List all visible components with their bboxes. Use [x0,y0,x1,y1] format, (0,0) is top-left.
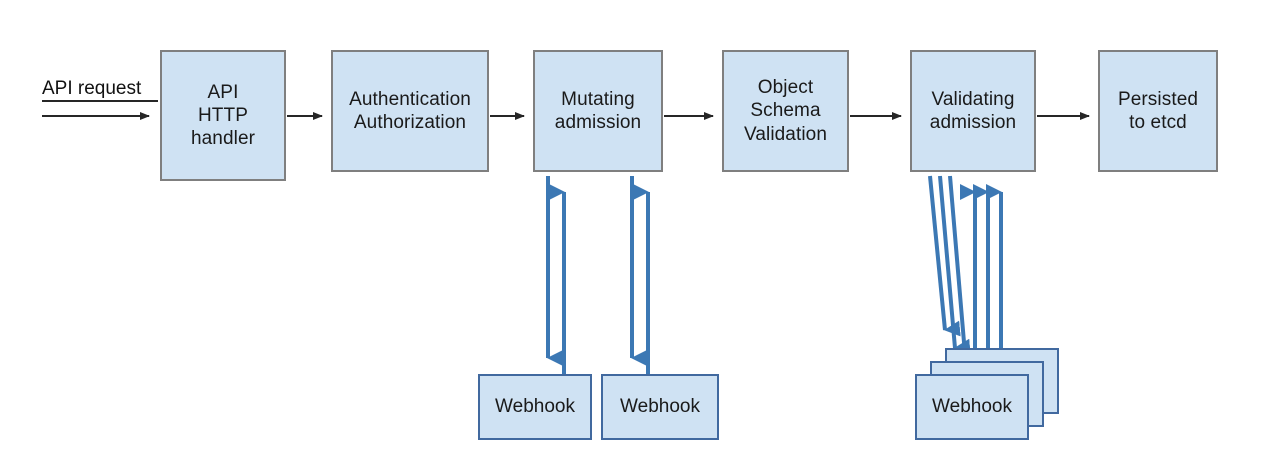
entry-label-api-request: API request [42,78,142,99]
entry-arrow [42,100,158,120]
webhook-call-mutating-2 [630,176,650,374]
webhook-call-mutating-1 [546,176,566,374]
node-object-schema-validation[interactable]: Object Schema Validation [722,50,849,172]
node-validating-webhook-stack-front[interactable]: Webhook [915,374,1029,440]
node-validating-admission[interactable]: Validating admission [910,50,1036,172]
node-api-http-handler[interactable]: API HTTP handler [160,50,286,181]
webhook-call-validating-requests [928,175,982,373]
node-persisted-to-etcd[interactable]: Persisted to etcd [1098,50,1218,172]
node-mutating-webhook-1[interactable]: Webhook [478,374,592,440]
node-authentication-authorization[interactable]: Authentication Authorization [331,50,489,172]
node-mutating-admission[interactable]: Mutating admission [533,50,663,172]
node-mutating-webhook-2[interactable]: Webhook [601,374,719,440]
